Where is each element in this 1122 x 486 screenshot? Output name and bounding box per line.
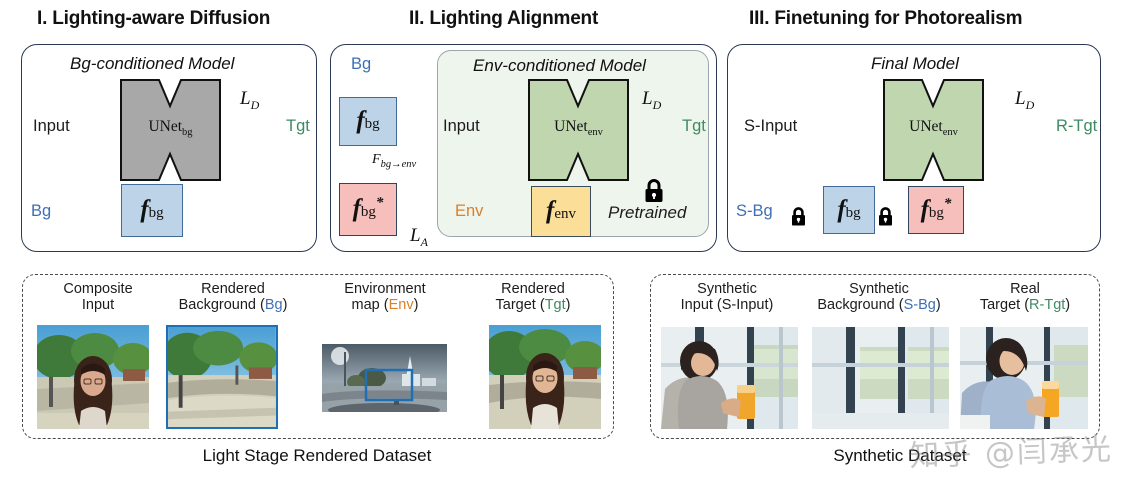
fbg-sub-3: bg (845, 204, 861, 221)
panel-1-model-label: Bg-conditioned Model (70, 54, 235, 73)
panel-2-model-label: Env-conditioned Model (473, 56, 646, 75)
thumb-label-rendered-background: Rendered Background (Bg) (178, 281, 288, 314)
unet-bg-sublabel: bg (182, 127, 193, 139)
light-stage-dataset-caption: Light Stage Rendered Dataset (202, 446, 432, 465)
thumb-label-synthetic-input: Synthetic Input (S-Input) (680, 281, 774, 314)
thumb-synthetic-input (661, 327, 798, 429)
fbg-sub-1: bg (148, 205, 164, 221)
thumb-composite-input (37, 325, 149, 429)
panel-3-title: III. Finetuning for Photorealism (749, 8, 1023, 29)
bg-tag: Bg (264, 297, 283, 314)
panel-1-loss-symbol: L (240, 88, 251, 109)
fbg-star-box-panel-2: fbg* (339, 183, 397, 236)
panel-1-input-label: Input (33, 117, 70, 135)
fbg-symbol-2: f (356, 107, 365, 134)
panel-2-title: II. Lighting Alignment (409, 8, 599, 29)
transfer-symbol: F (372, 152, 381, 167)
thumb-real-target (960, 327, 1088, 429)
transfer-sub: bg→env (380, 158, 417, 170)
thumb-label-environment-map: Environment map (Env) (344, 281, 426, 314)
panel-3-bg-label: S-Bg (736, 202, 773, 220)
thumb-label-composite-input: Composite Input (63, 281, 133, 314)
lock-icon-fbg (877, 206, 894, 232)
thumb-label-real-target: Real Target (R-Tgt) (979, 281, 1071, 314)
unet-env-sublabel-2: env (587, 127, 603, 139)
sbg-tag: S-Bg (903, 297, 936, 314)
watermark: 知乎 @闫承光 (909, 432, 1114, 475)
synthetic-dataset-caption: Synthetic Dataset (833, 446, 967, 465)
fbg-sub-2: bg (364, 116, 380, 132)
panel-1-title: I. Lighting-aware Diffusion (37, 8, 271, 29)
panel-2-env-label: Env (455, 202, 484, 220)
lock-icon-sbg (790, 206, 807, 232)
unet-env-shape-panel-3: UNetenv (882, 76, 985, 184)
unet-bg-shape: UNetbg (119, 76, 222, 184)
fenv-box: fenv (531, 186, 591, 237)
panel-3-input-label: S-Input (744, 117, 798, 135)
unet-env-label-2: UNet (554, 118, 588, 135)
fenv-sub: env (554, 206, 576, 222)
panel-2-loss-d-symbol: L (642, 88, 653, 109)
panel-3-model-label: Final Model (871, 54, 959, 73)
panel-1-loss-sub: D (250, 97, 260, 112)
panel-1-target-label: Tgt (286, 117, 310, 135)
fbg-box-panel-3: fbg (823, 186, 875, 234)
thumb-label-synthetic-background: Synthetic Background (S-Bg) (817, 281, 941, 314)
thumb-label-rendered-target: Rendered Target (Tgt) (495, 281, 571, 314)
thumb-environment-map (322, 344, 447, 412)
fbg-star-symbol-2: f (352, 195, 361, 222)
fbg-symbol-3: f (837, 195, 846, 223)
panel-2-target-label: Tgt (682, 117, 706, 135)
fbg-star-sub-3: bg (928, 204, 944, 221)
unet-env-shape-panel-2: UNetenv (527, 76, 630, 184)
panel-2-input-label: Input (443, 117, 480, 135)
fbg-star-box-panel-3: fbg* (908, 186, 964, 234)
panel-2-loss-d-sub: D (652, 97, 662, 112)
env-tag: Env (388, 297, 414, 314)
fbg-star-symbol-3: f (920, 195, 929, 223)
unet-bg-label: UNet (148, 118, 183, 135)
loss-a-sub: A (420, 234, 428, 249)
unet-env-sublabel-3: env (942, 127, 958, 139)
pretrained-label: Pretrained (608, 203, 687, 222)
tgt-tag: Tgt (544, 297, 566, 314)
panel-1-bg-label: Bg (31, 202, 52, 220)
fbg-star-marker-2: * (375, 195, 384, 211)
rtgt-tag: R-Tgt (1029, 297, 1066, 314)
fbg-star-sub-2: bg (360, 204, 376, 220)
loss-a-symbol: L (410, 225, 421, 246)
fbg-star-marker-3: * (943, 195, 952, 212)
panel-3-loss-sub: D (1025, 97, 1035, 112)
fenv-symbol: f (546, 197, 555, 224)
fbg-box-panel-2: fbg (339, 97, 397, 146)
thumb-rendered-background[interactable] (166, 325, 278, 429)
lock-icon-pretrained (643, 178, 665, 209)
fbg-symbol-1: f (140, 196, 149, 223)
thumb-rendered-target (489, 325, 601, 429)
thumb-synthetic-background (812, 327, 949, 429)
panel-3-target-label: R-Tgt (1056, 117, 1098, 135)
panel-2-bg-label: Bg (351, 55, 372, 73)
unet-env-label-3: UNet (909, 118, 943, 135)
fbg-box-panel-1: fbg (121, 184, 183, 237)
panel-3-loss-symbol: L (1015, 88, 1026, 109)
